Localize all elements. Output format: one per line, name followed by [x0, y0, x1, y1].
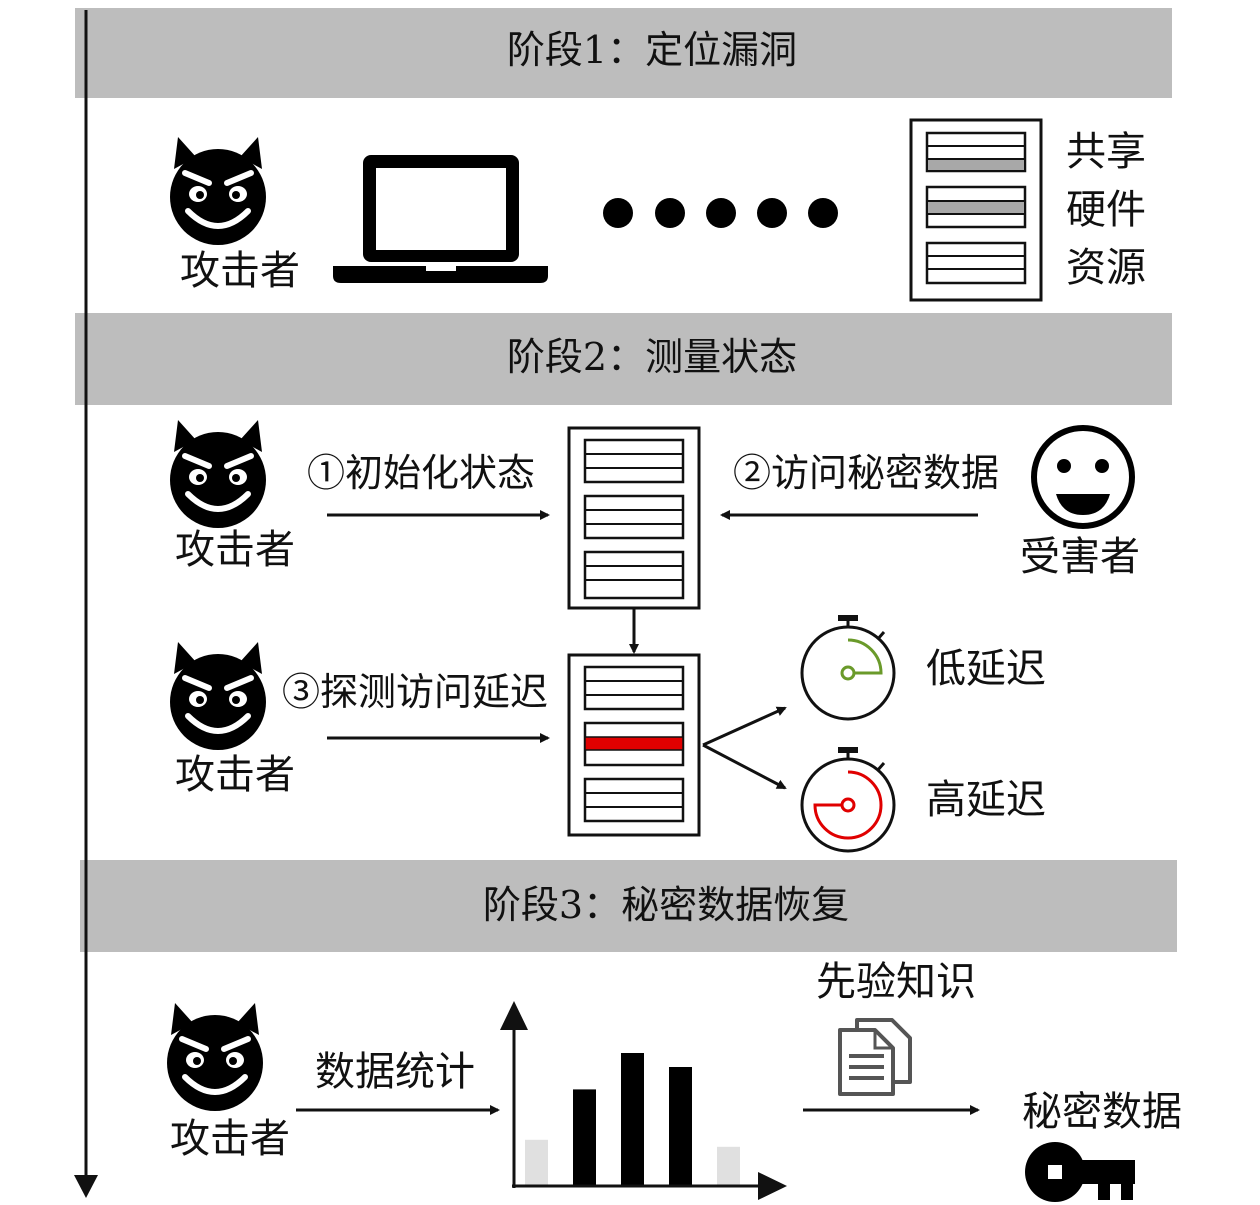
shared-hardware-cache-icon: [909, 118, 1043, 302]
laptop-icon: [333, 155, 548, 283]
step3-label: ③探测访问延迟: [282, 670, 548, 714]
attacker-devil-icon: [170, 137, 266, 245]
histogram: [500, 1001, 787, 1200]
cache-block-top: [567, 426, 701, 610]
key-icon: [1025, 1142, 1135, 1202]
stage1-band: [75, 8, 1172, 98]
stage3-band: [80, 860, 1177, 952]
ellipsis-dots: [603, 198, 838, 228]
attacker-devil-icon: [167, 1003, 263, 1111]
histogram-bar: [573, 1089, 596, 1186]
high-latency-stopwatch-icon: [800, 747, 896, 853]
victim-smiley-icon: [1031, 425, 1135, 529]
attacker-devil-icon: [170, 420, 266, 528]
stage2-attacker-label-2: 攻击者: [175, 752, 295, 798]
stage2-title: 阶段2：测量状态: [507, 335, 797, 379]
stage1-title: 阶段1：定位漏洞: [507, 28, 797, 72]
cache-block-bottom: [567, 653, 701, 837]
attacker-devil-icon: [170, 642, 266, 750]
shared-label-line3: 资源: [1066, 245, 1146, 291]
step2-label: ②访问秘密数据: [733, 451, 999, 495]
histogram-bar: [621, 1053, 644, 1186]
stage3-attacker-label: 攻击者: [170, 1116, 290, 1162]
low-latency-label: 低延迟: [926, 646, 1046, 692]
high-latency-arrow: [702, 743, 787, 790]
step1-label: ①初始化状态: [307, 451, 535, 495]
histogram-bar: [525, 1139, 548, 1186]
high-latency-label: 高延迟: [926, 777, 1046, 823]
stage1-attacker-label: 攻击者: [180, 248, 300, 294]
shared-label-line1: 共享: [1066, 129, 1146, 175]
secret-data-label: 秘密数据: [1022, 1089, 1182, 1135]
victim-label: 受害者: [1020, 534, 1140, 580]
low-latency-arrow: [702, 706, 787, 747]
histogram-bar: [717, 1146, 740, 1186]
stage2-band: [75, 313, 1172, 405]
documents-icon: [838, 1018, 912, 1096]
prior-knowledge-label: 先验知识: [816, 959, 976, 1005]
timeline-arrow: [74, 10, 98, 1198]
statistics-label: 数据统计: [315, 1049, 475, 1095]
low-latency-stopwatch-icon: [800, 615, 896, 721]
stage3-title: 阶段3：秘密数据恢复: [483, 883, 849, 927]
shared-label-line2: 硬件: [1066, 187, 1146, 233]
histogram-bar: [669, 1067, 692, 1186]
stage2-attacker-label-1: 攻击者: [175, 527, 295, 573]
